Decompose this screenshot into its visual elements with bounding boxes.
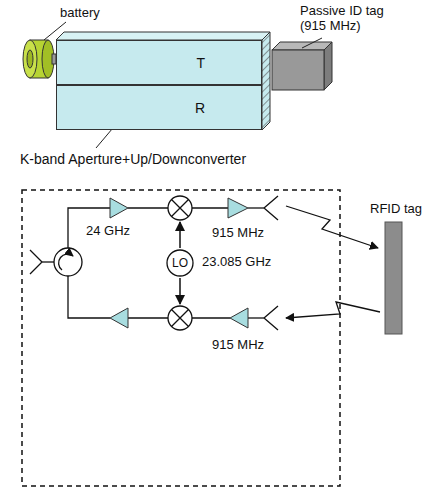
enclosure [22, 190, 340, 486]
frequency-label: 915 MHz [212, 338, 264, 353]
converter-section: T [56, 40, 262, 85]
converter-section: R [56, 85, 262, 130]
converter-housing [56, 32, 270, 130]
id-tag [272, 42, 332, 90]
part-name: RFID tag [370, 202, 422, 217]
oscillator-circle: LO [166, 249, 194, 277]
circulator-symbol [54, 248, 82, 276]
section-label: R [195, 100, 205, 116]
mixer-symbol [168, 196, 192, 330]
part-name: K-band Aperture+Up/Downconverter [20, 151, 246, 167]
frequency-label: 23.085 GHz [202, 255, 271, 270]
leader-line [302, 38, 322, 48]
wireless-link [286, 206, 380, 318]
rfid-tag [385, 222, 402, 334]
battery-symbol [23, 40, 56, 78]
part-name: Passive ID tag (915 MHz) [300, 4, 412, 34]
section-label: LO [172, 256, 188, 270]
antenna-symbol [30, 196, 278, 330]
part-name: battery [60, 6, 100, 21]
frequency-label: 915 MHz [212, 226, 264, 241]
section-label: T [196, 55, 205, 71]
frequency-label: 24 GHz [86, 224, 130, 239]
